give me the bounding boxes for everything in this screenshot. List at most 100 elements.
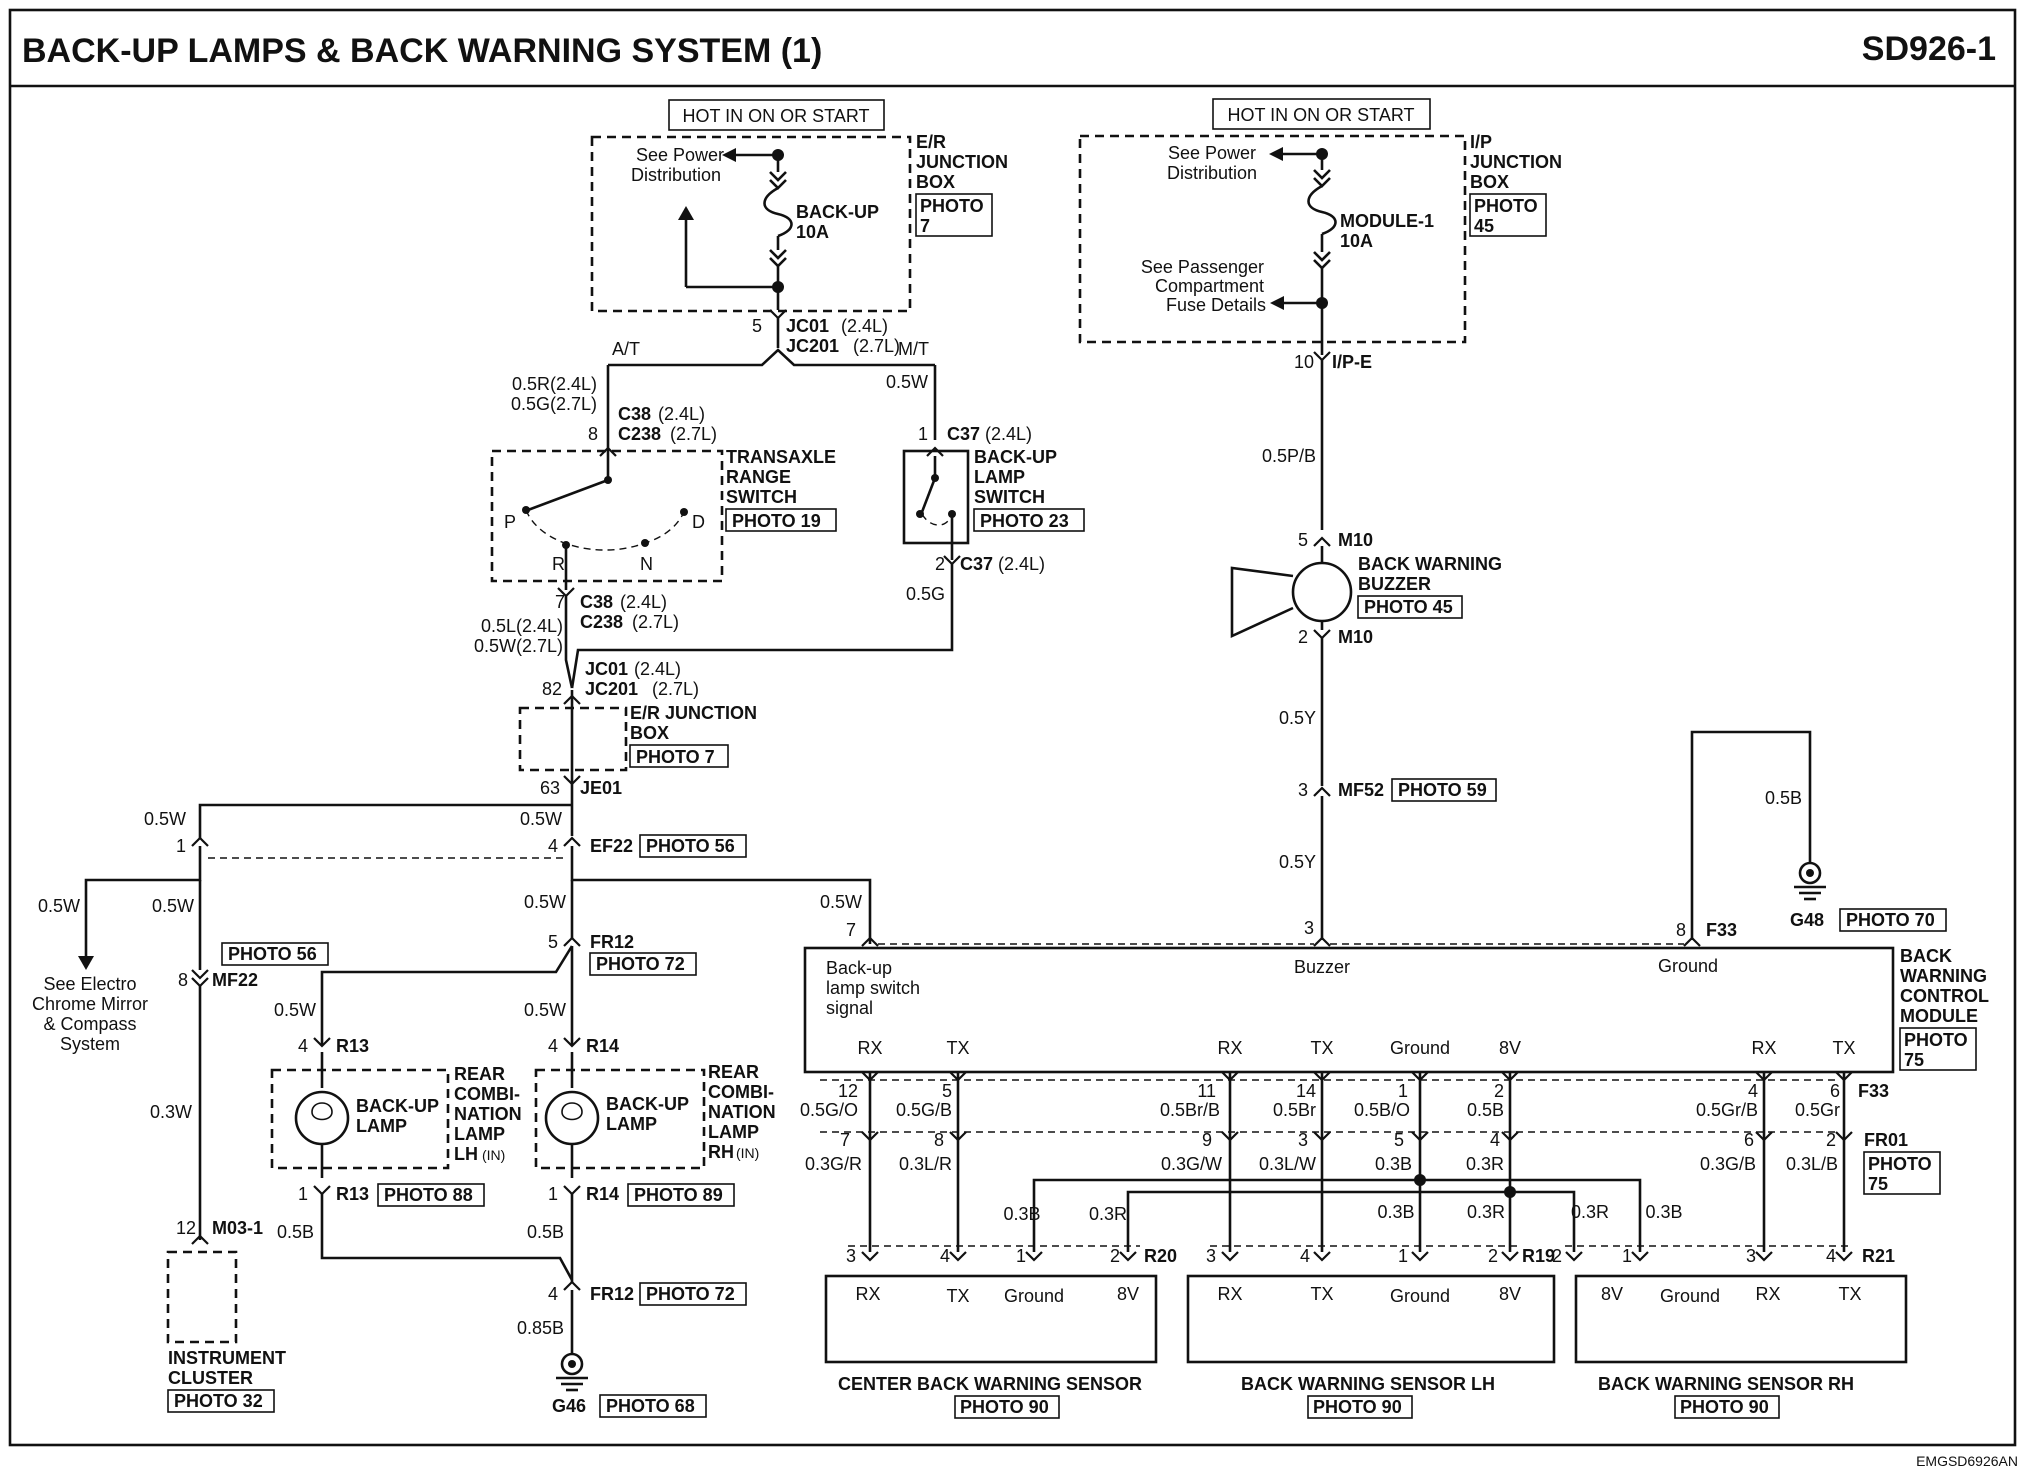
bls-label-1: BACK-UP [974,447,1057,467]
svg-text:12: 12 [838,1081,858,1101]
svg-text:9: 9 [1202,1130,1212,1150]
module-photo-1: PHOTO [1904,1030,1968,1050]
lamp-lh-side-sub: (IN) [482,1147,505,1163]
svg-text:0.5Gr/B: 0.5Gr/B [1696,1100,1758,1120]
fr12-bot-conn: FR12 [590,1284,634,1304]
mirror-wire: 0.5W [38,896,80,916]
lamp-rh-label-1: REAR [708,1062,759,1082]
jc201-sub: (2.7L) [853,336,900,356]
jc01-pin: 5 [752,316,762,336]
arrow-left-icon-3 [1270,296,1284,310]
transaxle-label-1: TRANSAXLE [726,447,836,467]
jc01-lower: JC01 [585,659,628,679]
svg-text:0.3G/W: 0.3G/W [1161,1154,1222,1174]
fr12-bot-pin: 4 [548,1284,558,1304]
svg-text:6: 6 [1830,1081,1840,1101]
pos-d: D [692,512,705,532]
svg-text:4: 4 [1748,1081,1758,1101]
lamp-rh-wire: 0.5W [524,1000,566,1020]
lamp-lh-conn-top: R13 [336,1036,369,1056]
er-box-photo-1: PHOTO [920,196,984,216]
er2-label-2: BOX [630,723,669,743]
svg-text:4: 4 [1490,1130,1500,1150]
svg-text:0.3L/R: 0.3L/R [899,1154,952,1174]
lamp-rh-conn-top: R14 [586,1036,619,1056]
module-conn-top: F33 [1706,920,1737,940]
module-signal-label-2: lamp switch [826,978,920,998]
transaxle-wire-bot-1: 0.5L(2.4L) [481,616,563,636]
ip-pin: 10 [1294,352,1314,372]
jc01-lower-sub: (2.4L) [634,659,681,679]
buzzer-pin-bot: 2 [1298,627,1308,647]
lamp-rh-label-4: LAMP [708,1122,759,1142]
c37-top-sub: (2.4L) [985,424,1032,444]
svg-text:0.3B: 0.3B [1375,1154,1412,1174]
module-port-tx-2: TX [1310,1038,1333,1058]
hot-label-left: HOT IN ON OR START [682,106,869,126]
rear-combination-lamp-rh-group: 4 R14 BACK-UP LAMP REAR COMBI- NATION LA… [527,1036,776,1282]
er-junction-box-2-group: JC01 (2.4L) JC201 (2.7L) 82 E/R JUNCTION… [518,659,757,798]
transaxle-pin-top: 8 [588,424,598,444]
c38-bot-sub: (2.4L) [620,592,667,612]
sensor-wiring [848,1071,1853,1262]
mf52-photo: PHOTO 59 [1398,780,1487,800]
bls-wire-top: 0.5W [886,372,928,392]
lamp-lh-label-3: NATION [454,1104,522,1124]
module-bottom-wires: 0.5G/O 0.5G/B 0.5Br/B 0.5Br 0.5B/O 0.5B … [800,1100,1840,1120]
svg-text:6: 6 [1744,1130,1754,1150]
svg-text:0.3B: 0.3B [1003,1204,1040,1224]
svg-text:0.3R: 0.3R [1089,1204,1127,1224]
svg-text:Ground: Ground [1390,1286,1450,1306]
svg-text:0.5B: 0.5B [1467,1100,1504,1120]
svg-text:7: 7 [840,1130,850,1150]
rear-combination-lamp-lh-group: 4 R13 BACK-UP LAMP REAR COMBI- NATION LA… [270,1036,574,1281]
svg-text:2: 2 [1494,1081,1504,1101]
ip-box-photo-2: 45 [1474,216,1494,236]
module-port-ground: Ground [1390,1038,1450,1058]
mt-label: M/T [898,339,929,359]
ef22-wire-right: 0.5W [520,809,562,829]
g46-photo: PHOTO 68 [606,1396,695,1416]
svg-text:0.3L/W: 0.3L/W [1259,1154,1316,1174]
module-label-3: CONTROL [1900,986,1989,1006]
fr12-bot-photo: PHOTO 72 [646,1284,735,1304]
svg-text:0.3G/B: 0.3G/B [1700,1154,1756,1174]
svg-text:Ground: Ground [1004,1286,1064,1306]
mirror-text-4: System [60,1034,120,1054]
lamp-lh-ground-wire: 0.5B [277,1222,314,1242]
ip-box-label-2: JUNCTION [1470,152,1562,172]
at-label: A/T [612,339,640,359]
svg-text:RX: RX [855,1284,880,1304]
svg-text:Ground: Ground [1660,1286,1720,1306]
lh-sensor-label: BACK WARNING SENSOR LH [1241,1374,1495,1394]
back-warning-buzzer-group: 5 M10 BACK WARNING BUZZER PHOTO 45 2 M10… [1230,530,1502,940]
f33-bottom-conn: F33 [1858,1081,1889,1101]
rear-combination-lamp-rh [534,1068,706,1170]
c38-top-sub: (2.4L) [658,404,705,424]
bls-label-2: LAMP [974,467,1025,487]
fr12-conn: FR12 [590,932,634,952]
svg-text:3: 3 [1746,1246,1756,1266]
lh-sensor-photo: PHOTO 90 [1313,1397,1402,1417]
fr01-pins: 7 8 9 3 5 4 6 2 [840,1130,1836,1150]
jc01-conn: JC01 [786,316,829,336]
module-pin-buzzer: 3 [1304,918,1314,938]
ef22-group: 0.5W 0.5W 1 4 EF22 PHOTO 56 0.5W 0.5W 0.… [38,784,872,970]
mf22-conn: MF22 [212,970,258,990]
je01-pin: 63 [540,778,560,798]
module-port-rx-3: RX [1751,1038,1776,1058]
svg-text:RX: RX [1217,1284,1242,1304]
buzzer-icon [1230,561,1353,639]
back-warning-sensor-rh [1574,1274,1908,1364]
lamp-rh-label-2: COMBI- [708,1082,774,1102]
mf22-photo: PHOTO 56 [228,944,317,964]
ef22-wire-left: 0.5W [144,809,186,829]
svg-text:3: 3 [1298,1130,1308,1150]
footer-code: EMGSD6926AN [1916,1453,2018,1469]
f33-fr01-group: 12 5 11 14 1 2 4 6 F33 0.5G/O 0.5G/B 0.5… [800,1079,1941,1224]
c238-top-sub: (2.7L) [670,424,717,444]
rear-combination-lamp-lh [270,1068,450,1170]
ground-g48-group: 0.5B G48 PHOTO 70 [1690,730,1947,940]
lamp-lh-name-1: BACK-UP [356,1096,439,1116]
